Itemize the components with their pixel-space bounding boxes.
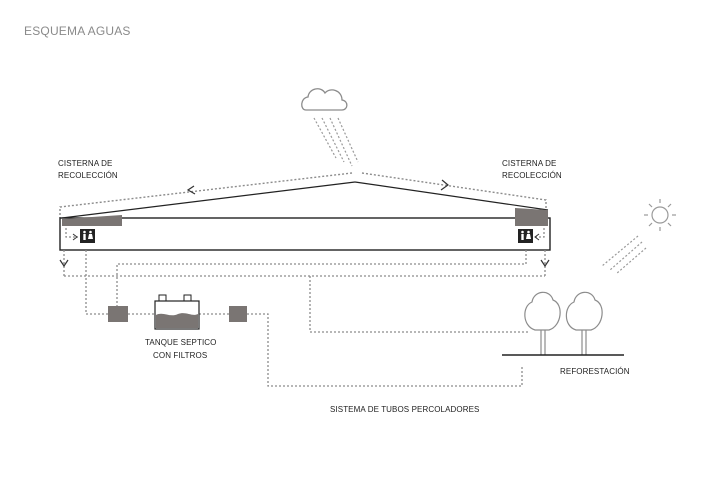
flow-arrow-left-icon <box>186 185 196 195</box>
reforestation-label: REFORESTACIÓN <box>560 367 630 376</box>
roof <box>61 181 549 219</box>
cistern-feed-pipes <box>65 228 545 238</box>
cistern-right-label-line2: RECOLECCIÓN <box>502 171 562 180</box>
building <box>59 208 551 251</box>
greywater-pipes <box>85 250 530 387</box>
septic-tank-label-line1: TANQUE SEPTICO <box>145 338 217 347</box>
cistern-left-label-line2: RECOLECCIÓN <box>58 171 118 180</box>
cistern-left <box>62 215 122 226</box>
percolation-system-label: SISTEMA DE TUBOS PERCOLADORES <box>330 405 480 414</box>
roof-runoff-pipes <box>59 172 547 218</box>
sun-rays-icon <box>601 235 647 275</box>
cistern-right-label-line1: CISTERNA DE <box>502 159 557 168</box>
cistern-left-label-line1: CISTERNA DE <box>58 159 113 168</box>
downspout-pipes <box>63 250 546 277</box>
filter-box-left <box>108 306 128 322</box>
restroom-icon <box>80 229 95 243</box>
cistern-right <box>515 208 548 226</box>
sun-icon <box>644 199 676 231</box>
filter-box-right <box>229 306 247 322</box>
diagram-title: ESQUEMA AGUAS <box>24 24 131 38</box>
feed-arrow-icon <box>72 233 540 241</box>
rain-cloud-icon <box>301 88 359 167</box>
tree-icon <box>524 291 561 355</box>
septic-tank-icon <box>154 294 200 330</box>
restroom-icon <box>518 229 533 243</box>
flow-arrow-right-icon <box>440 179 449 191</box>
tree-icon <box>565 291 603 355</box>
septic-tank-label-line2: CON FILTROS <box>153 351 208 360</box>
downspout-arrow-icon <box>59 259 550 268</box>
